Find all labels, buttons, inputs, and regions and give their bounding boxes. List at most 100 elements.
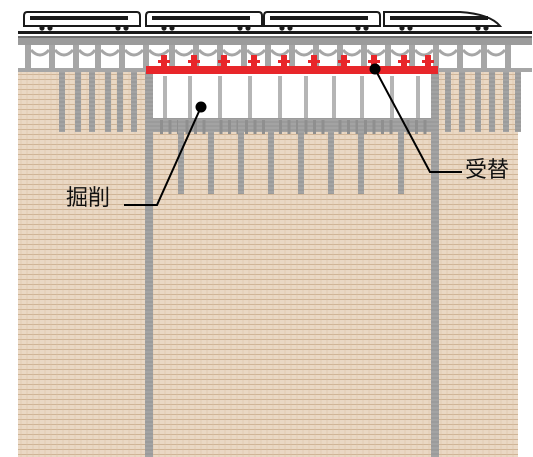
viaduct-column [361,45,367,72]
train-window-band [152,16,250,20]
rail [18,31,532,34]
pit-pile-stub [304,120,308,134]
viaduct-arch [389,48,411,57]
viaduct-arch [413,48,435,57]
viaduct-column [265,45,271,72]
viaduct-column [217,45,223,72]
pit-pile-stub [168,120,172,134]
outer-pile [489,72,495,132]
viaduct-column [49,45,55,72]
viaduct-column [25,45,31,72]
pit-pile-stub [321,120,325,134]
outer-pile [459,72,465,132]
foundation-pile [208,120,214,194]
viaduct-arch [245,48,267,57]
pit-column [304,76,308,118]
underpinning-jack-plate [188,60,200,63]
foundation-pile [238,120,244,194]
train-wheel [115,25,121,31]
outer-pile [59,72,65,132]
viaduct-deck-top [18,36,532,38]
viaduct-arch [437,48,459,57]
pit-column [218,76,222,118]
retaining-wall-right [431,72,439,457]
outer-pile [89,72,95,132]
pit-pile-stub [372,120,376,134]
underpinning-beam [146,55,438,74]
pit-pile-stub [279,120,282,134]
viaduct-arch [77,48,97,57]
foundation-pile [178,120,184,194]
viaduct-column [433,45,439,72]
viaduct-column [169,45,175,72]
underpinning-jack-plate [218,60,230,63]
underpinning-label: 受替 [465,158,510,183]
foundation-pile [268,120,274,194]
foundation-pile [398,120,404,194]
viaduct-column [385,45,391,72]
viaduct-arch [123,48,145,57]
train-wheel [237,25,243,31]
pit-column [360,76,364,118]
viaduct-arch [147,48,171,57]
pit-pile-stub [355,120,359,134]
pit-pile-stub [185,120,189,134]
outer-pile [445,72,451,132]
outer-pile [117,72,123,132]
pit-column [188,76,192,118]
train-window-band [270,16,368,20]
pit-pile-stub [347,120,350,134]
viaduct-column [95,45,101,72]
outer-pile [105,72,111,132]
viaduct-deck [18,38,532,45]
outer-pile [503,72,509,132]
viaduct-column [481,45,487,72]
viaduct-arch [485,48,507,57]
outer-pile [75,72,81,132]
retaining-wall-left [145,72,153,457]
pit-pile-stub [423,120,427,134]
train [18,11,532,34]
pit-pile-stub [415,120,418,134]
pit-column [248,76,252,118]
pit-column [390,76,394,118]
underpinning-jack-plate [248,60,260,63]
underpinning-jack-plate [278,60,290,63]
underpinning-jack-plate [158,60,170,63]
viaduct-column [241,45,247,72]
train-wheel [39,25,45,31]
outer-pile [515,72,521,132]
viaduct-column [143,45,149,72]
train-wheel [279,25,285,31]
train-wheel [245,25,251,31]
pit-pile-stub [338,120,342,134]
viaduct-arch [461,48,483,57]
outer-pile [131,72,137,132]
viaduct-arch [221,48,243,57]
viaduct-arch [317,48,339,57]
inner-piles [160,76,427,194]
pit-pile-stub [364,120,367,134]
underpinning-jack-plate [422,60,434,63]
pit-pile-stub [194,120,197,134]
train-wheel [169,25,175,31]
foundation-pile [298,120,304,194]
viaduct-arch [293,48,315,57]
underpinning-jack-plate [338,60,350,63]
pit-pile-stub [296,120,299,134]
footing-left [18,68,148,72]
viaduct-column [73,45,79,72]
underpinning-jack-plate [398,60,410,63]
viaduct-arch [197,48,219,57]
pit-pile-stub [381,120,384,134]
leader-underpinning [369,63,462,173]
viaduct-arch [365,48,387,57]
pit-pile-stub [219,120,223,134]
viaduct-column [119,45,125,72]
outer-pile [475,72,481,132]
train-wheel [123,25,129,31]
train-wheel [475,25,481,31]
viaduct-column [457,45,463,72]
train-wheel [407,25,413,31]
pit-pile-stub [406,120,410,134]
